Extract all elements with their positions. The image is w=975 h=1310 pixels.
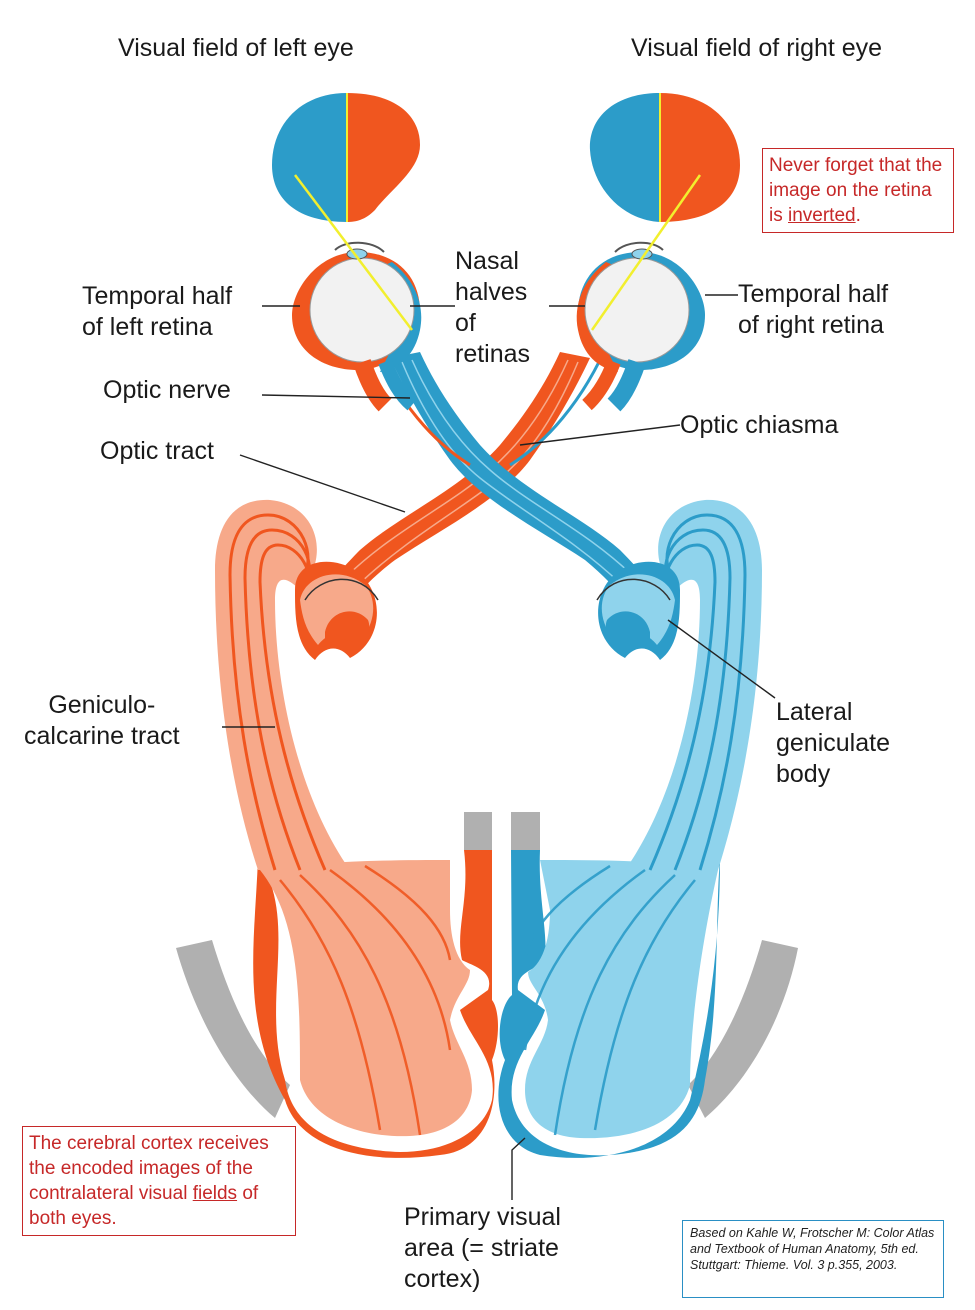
note-cortex-end: of both eyes. (29, 1183, 259, 1229)
label-temporal-half-left-retina: Temporal half of left retina (82, 282, 233, 341)
right-lateral-geniculate (596, 561, 680, 660)
left-eye-pathway (390, 352, 655, 605)
left-lateral-geniculate (295, 561, 379, 660)
note-cerebral-cortex-text: The cerebral cortex receives the encoded… (29, 1133, 269, 1204)
note-fields-word: fields (192, 1183, 238, 1204)
label-lateral-geniculate-body: Lateral geniculate body (776, 698, 890, 788)
left-visual-field-title: Visual field of left eye (118, 34, 354, 62)
note-inverted-word: inverted (788, 205, 856, 226)
left-eye (292, 241, 422, 412)
label-primary-visual-area: Primary visual area (= striate cortex) (404, 1203, 561, 1293)
citation-box: Based on Kahle W, Frotscher M: Color Atl… (682, 1220, 944, 1298)
left-occipital-cortex (176, 812, 498, 1158)
right-eye-pathway (322, 352, 590, 605)
label-nasal-halves-of-retinas: Nasal halves of retinas (455, 247, 531, 368)
note-cerebral-cortex: The cerebral cortex receives the encoded… (22, 1126, 296, 1236)
label-temporal-half-right-retina: Temporal half of right retina (738, 280, 889, 339)
label-optic-nerve: Optic nerve (103, 376, 231, 404)
left-visual-field (272, 93, 420, 222)
note-inverted-end: . (855, 205, 861, 226)
right-occipital-cortex (498, 812, 798, 1158)
light-rays (294, 174, 702, 331)
label-geniculo-calcarine-tract: Geniculo- calcarine tract (24, 691, 180, 750)
label-optic-tract: Optic tract (100, 437, 214, 465)
label-optic-chiasma: Optic chiasma (680, 411, 839, 439)
left-geniculocalcarine-tract (215, 499, 452, 1136)
note-image-inverted-text: Never forget that the image on the retin… (769, 155, 943, 226)
right-eye (576, 241, 705, 412)
right-visual-field (589, 93, 740, 222)
leader-lines (222, 294, 776, 1200)
right-geniculocalcarine-tract (523, 499, 762, 1136)
right-visual-field-title: Visual field of right eye (631, 34, 883, 62)
note-image-inverted: Never forget that the image on the retin… (762, 148, 954, 233)
